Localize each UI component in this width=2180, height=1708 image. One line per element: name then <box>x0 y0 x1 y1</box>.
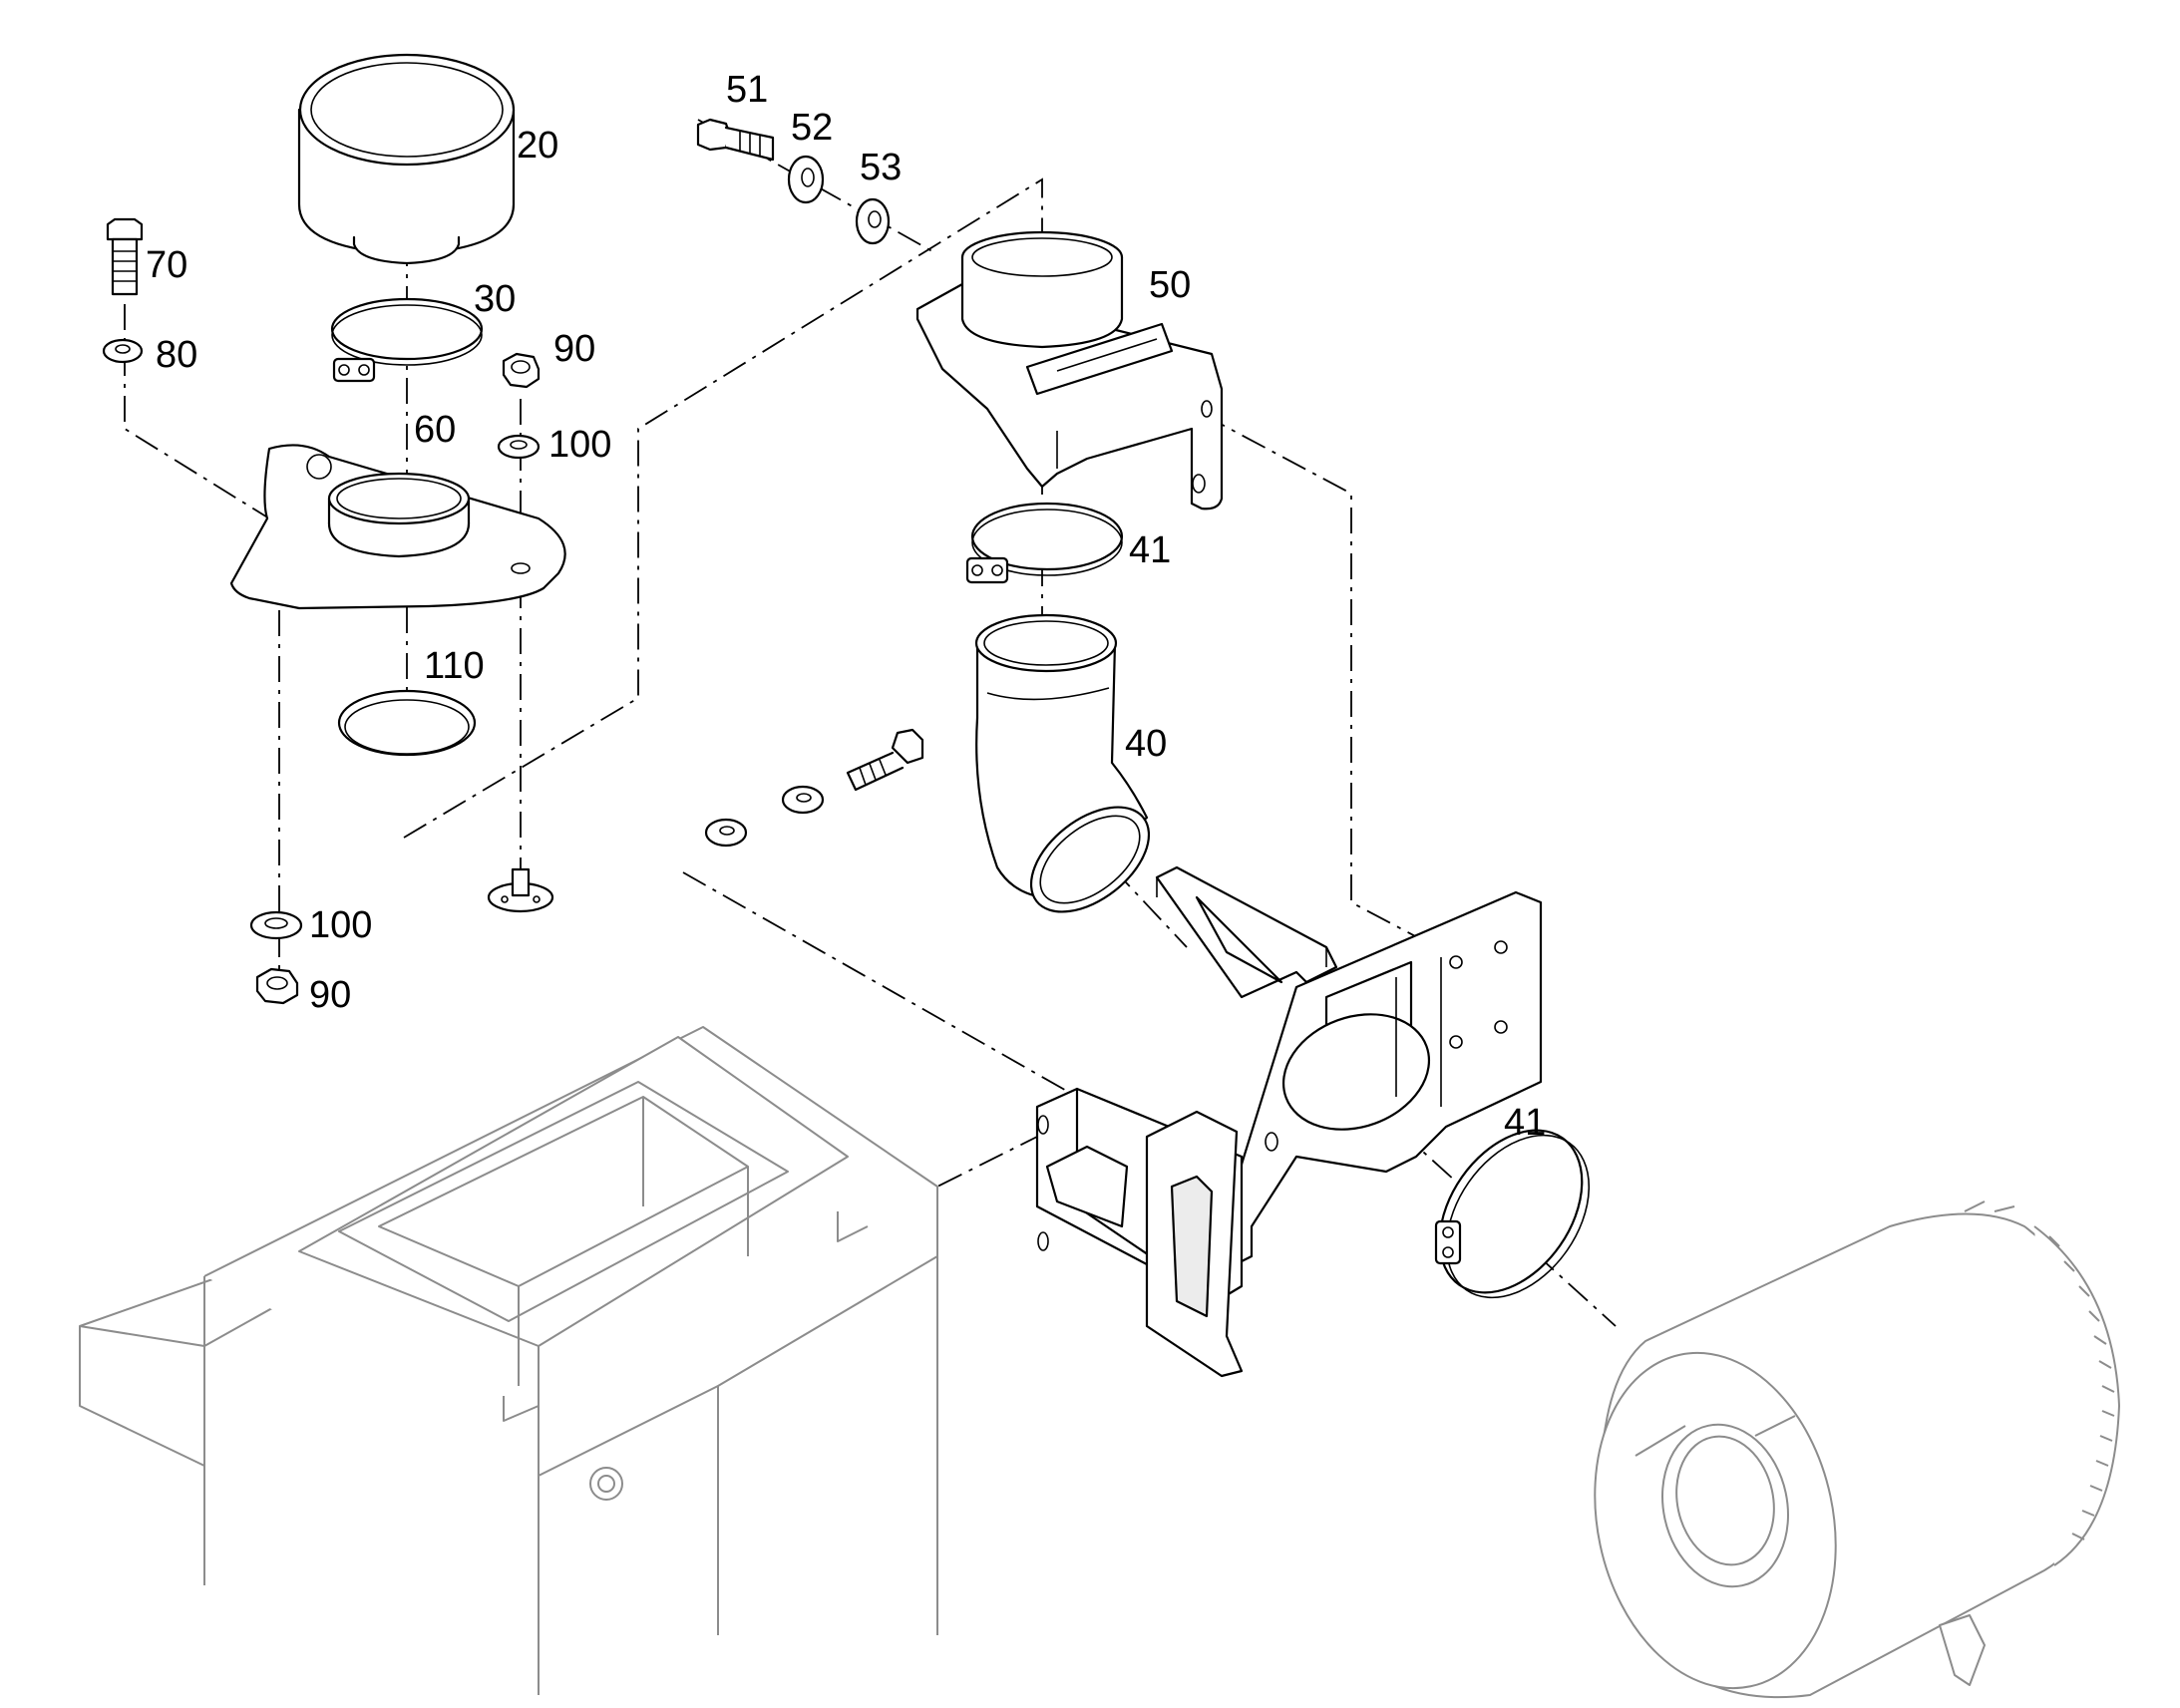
callout-50: 50 <box>1149 264 1191 306</box>
callout-41-lower: 41 <box>1504 1102 1546 1144</box>
callout-53: 53 <box>860 147 902 188</box>
callout-80: 80 <box>156 334 197 376</box>
elbow-hose <box>974 613 1151 913</box>
callout-100-upper: 100 <box>548 424 611 466</box>
callout-41-upper: 41 <box>1129 529 1171 571</box>
nut-90-lower <box>255 967 299 1005</box>
hose-clamp-upper <box>330 297 484 383</box>
air-filter-canister <box>1594 1200 2120 1699</box>
support-bracket <box>1035 865 1543 1378</box>
washer-53 <box>855 197 891 245</box>
callout-100-lower: 100 <box>309 904 372 946</box>
callout-70: 70 <box>146 244 187 286</box>
bolt-51 <box>696 118 775 162</box>
callout-52: 52 <box>791 107 833 149</box>
washer-52 <box>787 155 825 204</box>
callout-60: 60 <box>414 409 456 451</box>
callout-labels: 20 70 30 80 90 60 100 110 100 90 51 52 5… <box>146 69 1546 1144</box>
bolt-and-washers <box>704 728 924 848</box>
washer-80 <box>102 338 144 364</box>
bolt-70 <box>106 217 144 296</box>
seal-ring <box>337 689 477 757</box>
callout-51: 51 <box>726 69 768 111</box>
mounting-stud <box>487 867 554 913</box>
inlet-bracket <box>915 230 1224 511</box>
adapter-plate <box>229 444 566 610</box>
hose-clamp-41-upper <box>965 502 1124 584</box>
washer-100-lower <box>249 910 303 940</box>
callout-40: 40 <box>1125 723 1167 765</box>
nut-90-upper <box>502 352 541 389</box>
callout-20: 20 <box>517 125 558 167</box>
mounting-housing <box>79 1026 938 1695</box>
callout-90-lower: 90 <box>309 974 351 1016</box>
hose-clamp-41-lower <box>1434 1129 1591 1299</box>
washer-100-upper <box>497 434 541 460</box>
callout-110: 110 <box>424 645 485 687</box>
callout-30: 30 <box>474 278 516 320</box>
callout-90-upper: 90 <box>553 328 595 370</box>
air-precleaner-cap <box>297 53 516 265</box>
